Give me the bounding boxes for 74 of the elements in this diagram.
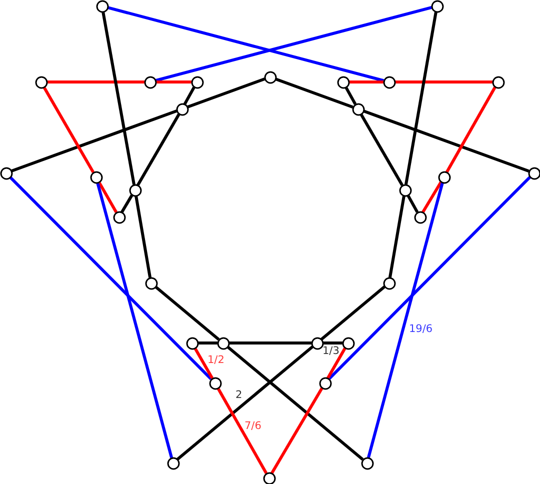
length-label: 19/6: [409, 323, 433, 335]
line-segment: [193, 347, 214, 379]
line-segment: [102, 11, 136, 185]
vertex-point: [208, 376, 222, 390]
vertex-point: [342, 336, 354, 350]
length-label: 1/3: [322, 345, 340, 357]
vertex-point: [112, 210, 126, 224]
line-segment: [320, 285, 386, 341]
vertex-point: [398, 184, 412, 196]
line-segment: [46, 80, 144, 84]
line-segment: [388, 195, 406, 278]
line-segment: [445, 86, 497, 173]
line-segment: [10, 109, 178, 173]
vertex-point: [190, 76, 204, 88]
vertex-point: [528, 166, 540, 180]
line-segment: [322, 342, 342, 344]
vertex-point: [144, 76, 156, 88]
line-segment: [186, 77, 266, 109]
vertex-point: [216, 336, 230, 350]
line-segment: [120, 194, 134, 214]
line-segment: [359, 113, 404, 186]
vertex-point: [34, 76, 48, 88]
vertex-point: [492, 76, 504, 88]
vertex-point: [382, 276, 396, 290]
vertex-point: [310, 336, 324, 350]
vertex-point: [438, 170, 450, 184]
vertex-point: [90, 170, 102, 184]
line-segment: [183, 86, 196, 105]
line-segment: [198, 342, 218, 344]
vertex-point: [360, 456, 374, 470]
vertex-point: [414, 210, 426, 224]
vertex-point: [264, 70, 276, 84]
vertex-point: [430, 0, 444, 12]
line-segment: [226, 345, 364, 461]
line-segment: [8, 176, 212, 380]
line-segment: [362, 109, 530, 173]
line-segment: [366, 182, 444, 458]
vertex-point: [176, 102, 188, 116]
line-segment: [42, 86, 95, 173]
vertex-point: [96, 0, 108, 12]
line-segment: [274, 77, 354, 109]
line-segment: [394, 80, 492, 84]
line-segment: [216, 387, 268, 474]
vertex-point: [352, 102, 364, 116]
line-segment: [328, 176, 532, 380]
line-segment: [404, 11, 438, 185]
line-segment: [270, 386, 324, 474]
line-segment: [406, 194, 419, 213]
line-segment: [344, 86, 357, 105]
vertex-point: [144, 276, 158, 290]
line-segment: [96, 182, 174, 458]
vertex-point: [382, 76, 396, 88]
line-segment: [154, 285, 220, 341]
line-segment: [348, 80, 384, 84]
length-label: 1/2: [208, 354, 224, 366]
vertex-point: [336, 76, 350, 88]
line-segment: [326, 347, 347, 379]
line-segment: [97, 181, 118, 213]
line-segment: [228, 342, 312, 344]
vertex-point: [166, 456, 180, 470]
vertex-point: [262, 472, 276, 484]
vertex-point: [186, 336, 198, 350]
line-segment: [176, 345, 314, 461]
line-segment: [422, 180, 442, 214]
vertex-point: [318, 376, 332, 390]
vertex-point: [128, 184, 142, 196]
line-segment: [154, 6, 432, 82]
length-label: 2: [236, 389, 242, 401]
length-label: 7/6: [244, 420, 262, 432]
line-segment: [134, 195, 152, 278]
line-segment: [106, 6, 384, 82]
vertex-point: [0, 166, 12, 180]
line-segment: [136, 113, 181, 186]
line-segment: [156, 80, 192, 84]
